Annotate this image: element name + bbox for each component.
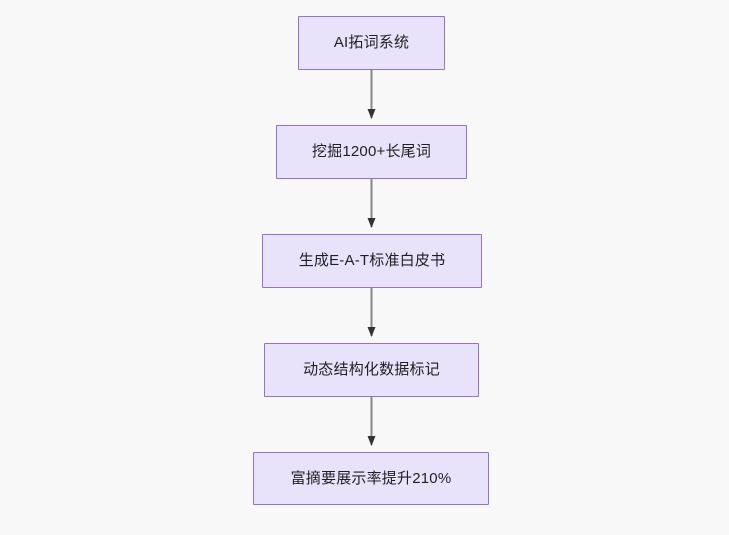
node-label: 生成E-A-T标准白皮书 <box>298 252 446 270</box>
flowchart-node-dynamic-structured-data-markup[interactable]: 动态结构化数据标记 <box>264 343 479 397</box>
node-label: 动态结构化数据标记 <box>303 361 440 379</box>
node-label: 挖掘1200+长尾词 <box>311 143 432 161</box>
node-label: 富摘要展示率提升210% <box>290 469 452 487</box>
node-label: AI拓词系统 <box>333 34 410 52</box>
flowchart-node-rich-snippet-rate-increase[interactable]: 富摘要展示率提升210% <box>253 452 489 505</box>
flowchart-node-generate-eat-whitepaper[interactable]: 生成E-A-T标准白皮书 <box>262 234 482 288</box>
flowchart-node-ai-keyword-system[interactable]: AI拓词系统 <box>298 16 445 70</box>
flowchart-node-mine-longtail-keywords[interactable]: 挖掘1200+长尾词 <box>276 125 467 179</box>
